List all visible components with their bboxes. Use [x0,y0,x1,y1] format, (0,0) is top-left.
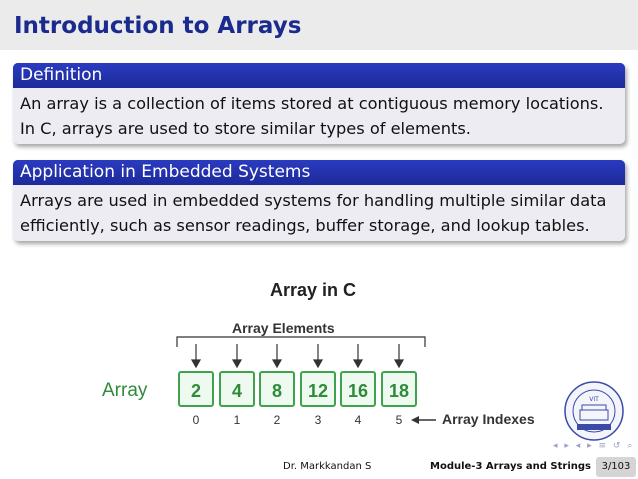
definition-block: Definition An array is a collection of i… [13,63,625,144]
array-label: Array [102,380,148,401]
institute-seal-icon: VIT [564,381,624,441]
application-line-2: efficiently, such as sensor readings, bu… [20,216,590,235]
array-cell: 8 [259,371,295,407]
beamer-navigation[interactable]: ◂ ▸ ◂ ▸ ≡ ↺ ⌕ [553,441,635,451]
array-cell: 12 [300,371,336,407]
element-arrows [190,344,405,369]
definition-line-2: In C, arrays are used to store similar t… [20,119,471,138]
array-cell: 18 [381,371,417,407]
array-index: 0 [192,413,200,427]
definition-heading: Definition [13,63,625,88]
definition-line-1: An array is a collection of items stored… [20,94,604,113]
page-title: Introduction to Arrays [14,13,302,39]
svg-text:VIT: VIT [589,396,599,403]
array-elements-label: Array Elements [232,320,335,336]
array-cell: 4 [219,371,255,407]
array-index: 2 [273,413,281,427]
array-diagram: Array in C Array Elements Array 2 4 8 12… [0,270,638,440]
array-index: 5 [395,413,403,427]
footer-module: Module-3 Arrays and Strings [430,461,591,472]
array-index: 3 [314,413,322,427]
array-index: 4 [354,413,362,427]
array-index: 1 [233,413,241,427]
diagram-title: Array in C [270,280,357,300]
diagram-lines [176,336,436,424]
array-cell: 16 [340,371,376,407]
footer: Dr. Markkandan S Module-3 Arrays and Str… [0,455,638,479]
elements-bracket [176,336,426,347]
definition-body: An array is a collection of items stored… [13,88,625,144]
indexes-arrow [411,416,436,424]
application-line-1: Arrays are used in embedded systems for … [20,191,607,210]
application-block: Application in Embedded Systems Arrays a… [13,160,625,241]
footer-page-number: 3/103 [596,457,636,477]
array-cell: 2 [178,371,214,407]
application-body: Arrays are used in embedded systems for … [13,185,625,241]
footer-author: Dr. Markkandan S [283,461,372,472]
array-indexes-label: Array Indexes [442,411,535,427]
application-heading: Application in Embedded Systems [13,160,625,185]
title-bar: Introduction to Arrays [0,0,638,50]
